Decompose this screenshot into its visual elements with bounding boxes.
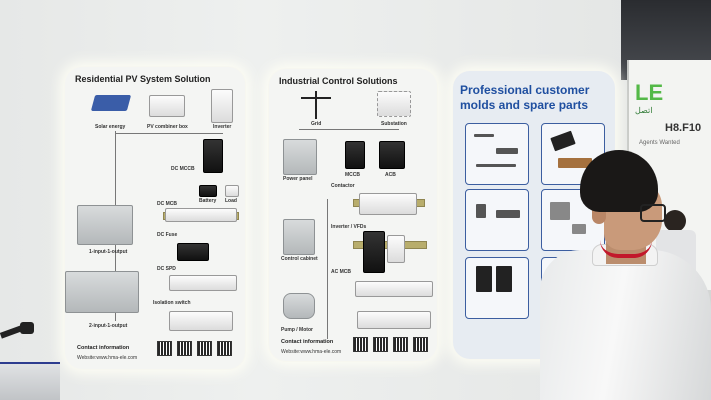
substation-icon [377, 91, 411, 117]
label-inverter-vfds: Inverter / VFDs [331, 224, 367, 230]
connector-line [327, 199, 328, 339]
label-mccb: MCCB [345, 172, 360, 178]
label-ac-mcb: AC MCB [331, 269, 351, 275]
parts-card [465, 189, 529, 251]
label-acb: ACB [385, 172, 396, 178]
red-lanyard [600, 240, 652, 258]
label-battery: Battery [199, 198, 217, 204]
display-stand [0, 362, 60, 400]
qr-code [413, 337, 428, 352]
hair [580, 150, 658, 212]
qr-code [373, 337, 388, 352]
label-dc-fuse: DC Fuse [157, 232, 178, 238]
inverter-icon [211, 89, 233, 123]
panel-residential-pv: Residential PV System Solution Solar ene… [64, 66, 246, 370]
solar-panel-icon [90, 95, 132, 111]
dc-fuse-icon [177, 243, 209, 261]
terminal-part-icon [550, 130, 576, 152]
breaker-part-icon [476, 266, 492, 292]
foreground-visitor [540, 150, 711, 400]
acb-icon [379, 141, 405, 169]
label-dc-spd: DC SPD [157, 266, 176, 272]
contact-heading: Contact information [77, 345, 130, 351]
label-solar-energy: Solar energy [95, 124, 126, 130]
label-2-input-1-output: 2-input-1-output [89, 323, 128, 329]
contactor-icon [359, 193, 417, 215]
load-icon [225, 185, 239, 197]
panel-industrial-control: Industrial Control Solutions Grid Substa… [268, 68, 438, 362]
power-panel-icon [283, 139, 317, 175]
website-text: Website:www.hma-ele.com [281, 349, 342, 355]
qr-code [217, 341, 232, 356]
connector-line [115, 133, 223, 134]
dc-mcb-icon [165, 208, 237, 222]
copper-part-icon [558, 158, 592, 168]
label-substation: Substation [381, 121, 407, 127]
label-power-panel: Power panel [283, 176, 313, 182]
grid-tower-icon [315, 91, 317, 119]
breaker-part-icon [496, 266, 512, 292]
panel-title: Residential PV System Solution [75, 74, 211, 84]
neighbor-booth-arabic-text: اتصل [635, 106, 653, 115]
neighbor-booth-code: H8.F10 [665, 122, 702, 134]
bracket-part-icon [550, 202, 570, 220]
vfd-small-icon [387, 235, 405, 263]
qr-code [157, 341, 172, 356]
screw-part-icon [496, 148, 518, 154]
label-inverter: Inverter [213, 124, 232, 130]
parts-card [465, 123, 529, 185]
website-text: Website:www.hma-ele.com [77, 355, 138, 361]
qr-code [393, 337, 408, 352]
white-shirt [540, 250, 711, 400]
combiner-box-icon [149, 95, 185, 117]
rod-part-icon [476, 164, 516, 167]
control-cabinet-icon [283, 219, 315, 255]
label-pump-motor: Pump / Motor [281, 327, 313, 333]
parts-card [465, 257, 529, 319]
panel-title: Industrial Control Solutions [279, 76, 398, 86]
panel-title: Professional customer molds and spare pa… [460, 83, 590, 112]
isolation-switch-icon [169, 311, 233, 331]
dc-spd-icon [169, 275, 237, 291]
contact-heading: Contact information [281, 339, 334, 345]
connector-line [299, 129, 399, 130]
qr-code [197, 341, 212, 356]
label-pv-combiner-box: PV combiner box [147, 124, 188, 130]
battery-icon [199, 185, 217, 197]
label-control-cabinet: Control cabinet [281, 256, 318, 262]
vfd-icon [363, 231, 385, 273]
visitor-head [664, 210, 686, 232]
cylinder-part-icon [476, 204, 486, 218]
clip-part-icon [572, 224, 586, 234]
pin-part-icon [496, 210, 520, 218]
enclosure-1in-1out [77, 205, 133, 245]
grid-tower-crossbar [301, 97, 331, 99]
enclosure-2in-1out [65, 271, 139, 313]
mccb-icon [345, 141, 365, 169]
ac-mcb-icon [355, 281, 433, 297]
label-load: Load [225, 198, 237, 204]
label-grid: Grid [311, 121, 322, 127]
label-contactor: Contactor [331, 183, 355, 189]
display-lamp [0, 322, 60, 400]
pump-motor-icon [283, 293, 315, 319]
qr-code [177, 341, 192, 356]
label-dc-mcb: DC MCB [157, 201, 177, 207]
dc-mccb-icon [203, 139, 223, 173]
label-dc-mccb: DC MCCB [171, 166, 195, 172]
motor-protector-icon [357, 311, 431, 329]
qr-code [353, 337, 368, 352]
spring-part-icon [474, 134, 494, 137]
neighbor-booth-tagline: Agents Wanted [639, 140, 680, 146]
glasses-icon [640, 204, 666, 222]
label-isolation-switch: Isolation switch [153, 300, 191, 306]
neighbor-booth-logo: LE [635, 80, 664, 105]
label-1-input-1-output: 1-input-1-output [89, 249, 128, 255]
